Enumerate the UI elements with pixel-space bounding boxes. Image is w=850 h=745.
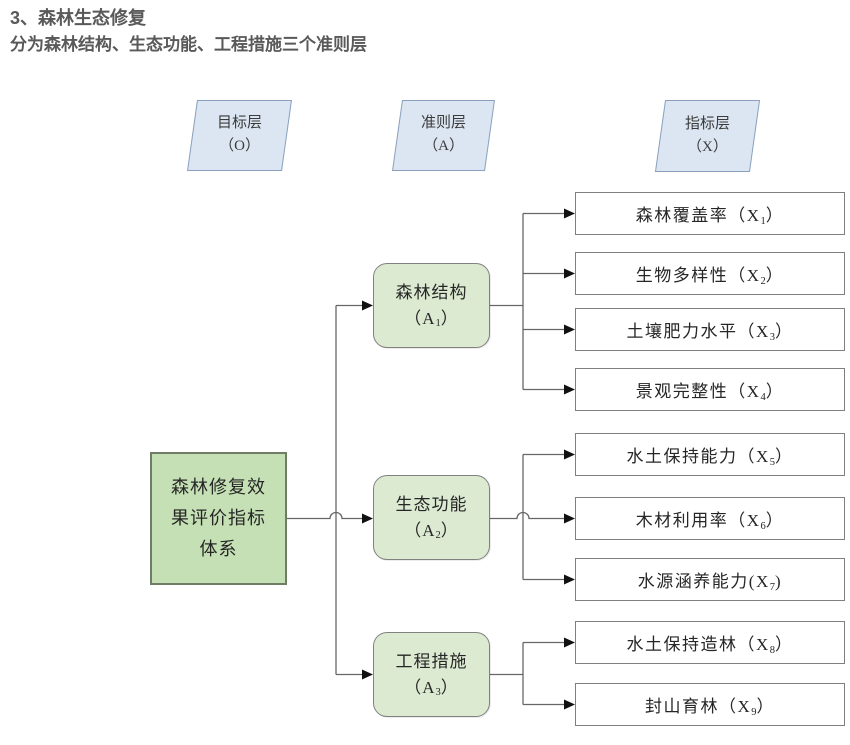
indicator-x8-label: 水土保持造林（X8） [626, 635, 794, 656]
indicator-box-x3: 土壤肥力水平（X3） [575, 308, 845, 351]
indicator-x1-label: 森林覆盖率（X1） [635, 206, 785, 227]
indicator-box-x8: 水土保持造林（X8） [575, 621, 845, 664]
criterion-a1-label: 森林结构 （A1） [395, 283, 468, 330]
indicator-x4-label: 景观完整性（X4） [635, 382, 785, 403]
goal-box: 森林修复效果评价指标体系 [150, 452, 287, 585]
indicator-box-x6: 木材利用率（X6） [575, 497, 845, 540]
page-subtitle: 分为森林结构、生态功能、工程措施三个准则层 [10, 34, 367, 54]
arrow-into-x3 [564, 324, 575, 335]
indicator-box-x4: 景观完整性（X4） [575, 368, 845, 411]
indicator-x7-label: 水源涵养能力(X7) [637, 572, 783, 593]
arrow-into-a2 [362, 513, 373, 524]
arrowheads [362, 208, 575, 710]
goal-box-label: 森林修复效果评价指标体系 [171, 477, 266, 559]
arrow-into-x1 [564, 208, 575, 219]
arrow-into-x5 [564, 449, 575, 460]
criterion-a3-label: 工程措施 （A3） [395, 652, 468, 699]
layer-header-goal: 目标层 （O） [187, 100, 292, 171]
arrow-into-x4 [564, 384, 575, 395]
criterion-box-a2: 生态功能 （A2） [373, 475, 490, 560]
indicator-x2-label: 生物多样性（X2） [635, 266, 785, 287]
layer-header-goal-text: 目标层 （O） [216, 115, 262, 155]
connector-goal-to-a2 [287, 511, 362, 520]
arrow-into-x7 [564, 574, 575, 585]
arrow-into-a1 [362, 300, 373, 311]
indicator-x3-label: 土壤肥力水平（X3） [626, 322, 794, 343]
indicator-box-x7: 水源涵养能力(X7) [575, 558, 845, 601]
page-title-block: 3、森林生态修复 分为森林结构、生态功能、工程措施三个准则层 [10, 5, 367, 58]
layer-header-indicators: 指标层 （X） [654, 100, 761, 172]
connector-a2-x6 [490, 511, 564, 520]
indicator-x9-label: 封山育林（X9） [644, 697, 776, 718]
indicator-box-x5: 水土保持能力（X5） [575, 433, 845, 476]
indicator-box-x9: 封山育林（X9） [575, 683, 845, 726]
criterion-box-a3: 工程措施 （A3） [373, 632, 490, 717]
arrow-into-a3 [362, 669, 373, 680]
arrow-into-x8 [564, 637, 575, 648]
layer-header-criteria-text: 准则层 （A） [420, 115, 466, 155]
criterion-box-a1: 森林结构 （A1） [373, 263, 490, 348]
arrow-into-x6 [564, 513, 575, 524]
page-title: 3、森林生态修复 [10, 8, 147, 28]
indicator-x5-label: 水土保持能力（X5） [626, 447, 794, 468]
arrow-into-x2 [564, 268, 575, 279]
arrow-into-x9 [564, 699, 575, 710]
layer-header-indicators-text: 指标层 （X） [684, 115, 730, 155]
indicator-x6-label: 木材利用率（X6） [635, 511, 785, 532]
layer-header-criteria: 准则层 （A） [392, 100, 495, 171]
indicator-box-x1: 森林覆盖率（X1） [575, 192, 845, 235]
indicator-box-x2: 生物多样性（X2） [575, 252, 845, 295]
criterion-a2-label: 生态功能 （A2） [395, 495, 468, 542]
